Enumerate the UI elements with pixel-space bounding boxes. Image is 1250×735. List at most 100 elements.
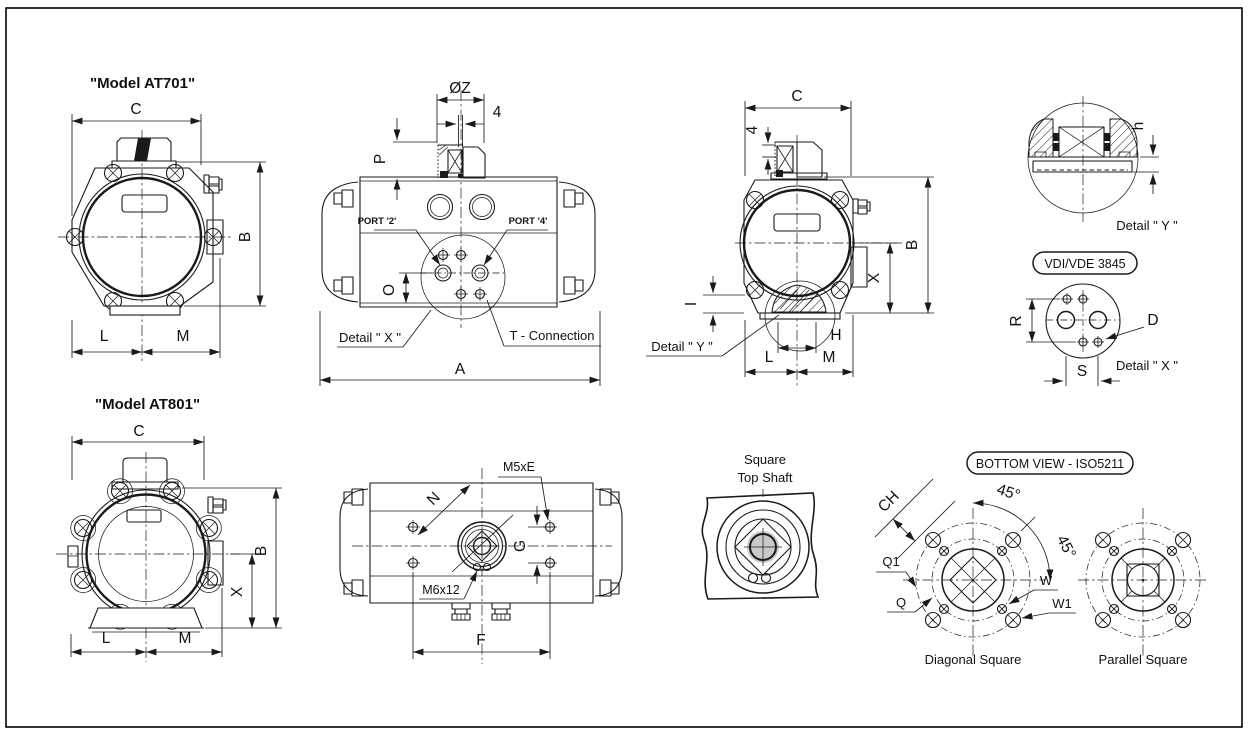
detail-y-view: h Detail " Y "	[1027, 96, 1178, 233]
broken-out-section	[701, 492, 820, 600]
dim-label-m: M	[177, 328, 190, 345]
at801-bottom-view: N M5xE M6x12 G F	[339, 460, 623, 664]
dim-label-l: L	[102, 630, 111, 647]
model-at701-title: "Model AT701"	[90, 75, 195, 92]
dim-label-b: B	[237, 232, 254, 242]
dim-label-4: 4	[493, 104, 502, 121]
iso5211-badge-label: BOTTOM VIEW - ISO5211	[976, 457, 1124, 471]
air-connection-block-end	[770, 141, 828, 180]
dim-label-l: L	[100, 328, 109, 345]
dim-label-n: N	[424, 489, 444, 509]
bolt-hole-icon	[996, 603, 1008, 615]
mounting-hole-icon	[405, 555, 421, 571]
nameplate	[126, 509, 162, 523]
square-top-shaft-view: Square Top Shaft	[701, 452, 820, 600]
pilot-hole-icon	[1060, 292, 1074, 306]
dim-label-x: X	[229, 586, 246, 597]
end-cap-right	[558, 181, 596, 303]
screw-icon	[73, 518, 93, 538]
shaft-boss-hatched	[771, 284, 827, 313]
dim-label-h: H	[830, 327, 841, 344]
at801-front-view: "Model AT801" C B	[56, 396, 282, 662]
parallel-square-view: Parallel Square	[1078, 508, 1208, 667]
dim-label-x: X	[866, 272, 883, 283]
screw-icon	[745, 190, 765, 210]
end-cap-left	[321, 181, 359, 303]
bolt-hole-icon	[1108, 545, 1120, 557]
at701-side-view: ØZ 4 P O A PORT '2' PORT '4' Detail " X …	[319, 80, 601, 386]
dim-label-phiz: ØZ	[449, 80, 471, 97]
detail-x-circle	[420, 234, 506, 320]
detail-bubble	[1045, 283, 1121, 359]
model-at801-title: "Model AT801"	[95, 396, 200, 413]
pilot-hole-icon	[1076, 292, 1090, 306]
dim-label-d: D	[1147, 312, 1158, 329]
screw-icon	[199, 518, 219, 538]
vdi-vde-detail-view: VDI/VDE 3845 R D S Detail " X "	[1008, 251, 1178, 386]
bolt-hole-large-icon	[1094, 531, 1192, 629]
dim-label-m: M	[179, 630, 192, 647]
dim-label-a: A	[455, 361, 466, 378]
air-connection-block	[437, 144, 486, 179]
screw-icon	[830, 280, 850, 300]
nameplate	[121, 194, 168, 213]
parallel-square-caption: Parallel Square	[1099, 652, 1188, 667]
pilot-hole-icon	[1091, 335, 1105, 349]
bolt-hole-large-icon	[924, 531, 1022, 629]
thread-callout-m6x12: M6x12	[422, 583, 460, 597]
iso5211-badge	[966, 451, 1134, 475]
bolt-hole-icon	[1166, 603, 1178, 615]
vdi-vde-badge-label: VDI/VDE 3845	[1044, 257, 1125, 271]
mounting-bolt	[491, 602, 511, 621]
shaft-caption-line2: Top Shaft	[738, 470, 793, 485]
dim-label-f: F	[476, 632, 485, 649]
dim-label-ch: CH	[875, 488, 903, 516]
dim-label-b: B	[253, 546, 270, 556]
dim-label-w: W	[1040, 573, 1053, 588]
bolt-hole-icon	[938, 603, 950, 615]
end-cap-right	[594, 488, 623, 597]
mounting-bolt	[451, 602, 471, 621]
bolt-hole-icon	[1166, 545, 1178, 557]
dim-label-q1: Q1	[882, 554, 899, 569]
dim-label-c: C	[791, 88, 802, 105]
t-connection-callout: T - Connection	[509, 328, 594, 343]
dim-label-p: P	[372, 154, 389, 164]
thread-callout-m5xe: M5xE	[503, 460, 535, 474]
screw-icon	[103, 163, 123, 183]
diagonal-square-view: 45° 45° CH Q1 Q W W1 Diagonal Square	[874, 478, 1079, 667]
detail-x-caption: Detail " X "	[1116, 358, 1178, 373]
drive-shaft-bottom	[457, 521, 507, 572]
port-4-label: PORT '4'	[509, 216, 548, 227]
pilot-hole-icon	[435, 247, 451, 263]
at701-front-view: "Model AT701" C B L M	[58, 75, 266, 362]
bolt-hole-icon	[996, 545, 1008, 557]
pilot-hole-icon	[453, 286, 469, 302]
nameplate	[773, 213, 821, 232]
screw-icon	[745, 280, 765, 300]
shaft-caption-line1: Square	[744, 452, 786, 467]
pilot-hole-icon	[472, 286, 488, 302]
dim-label-b: B	[904, 240, 921, 250]
pilot-hole-icon	[453, 247, 469, 263]
actuator-body	[369, 482, 594, 604]
pilot-hole-icon	[1076, 335, 1090, 349]
dim-label-45-1: 45°	[995, 481, 1023, 504]
detail-y-caption: Detail " Y "	[1116, 218, 1178, 233]
dim-label-m: M	[823, 349, 836, 366]
screw-icon	[165, 163, 185, 183]
diagonal-square-caption: Diagonal Square	[925, 652, 1022, 667]
mounting-hole-icon	[405, 519, 421, 535]
dim-label-w1: W1	[1052, 596, 1072, 611]
detail-y-callout: Detail " Y "	[651, 339, 713, 354]
screw-icon	[110, 481, 130, 501]
dim-label-g: G	[512, 540, 529, 552]
dim-label-s: S	[1077, 363, 1087, 380]
drawing-frame	[5, 7, 1243, 728]
dim-label-q: Q	[896, 595, 906, 610]
dim-label-r: R	[1008, 315, 1025, 326]
dim-label-h-small: h	[1130, 122, 1147, 131]
end-cap-left	[339, 488, 369, 597]
dim-label-45-2: 45°	[1053, 533, 1079, 562]
